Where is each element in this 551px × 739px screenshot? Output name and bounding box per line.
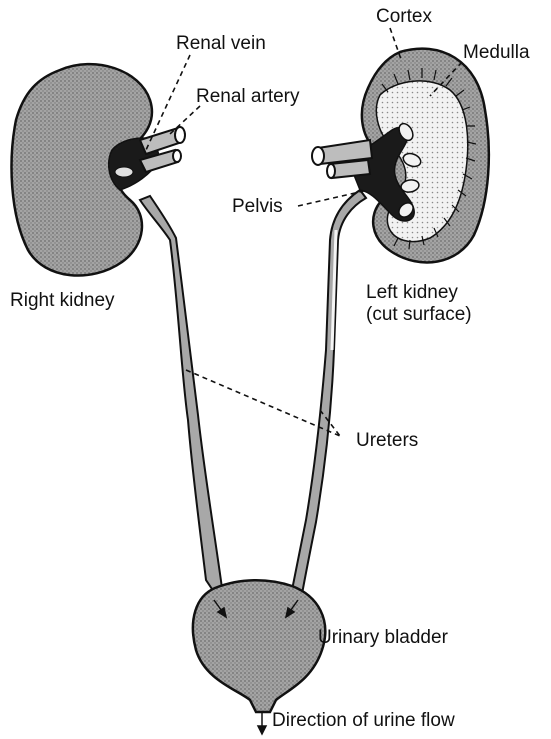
left-kidney-label-line1: Left kidney <box>366 282 472 304</box>
left-renal-artery-opening <box>327 164 335 178</box>
right-kidney-hilum-highlight <box>115 167 133 177</box>
urine-flow-arrow <box>258 712 266 734</box>
urinary-bladder-label: Urinary bladder <box>318 627 448 649</box>
right-renal-vein-opening <box>175 127 185 143</box>
left-renal-artery-vessel <box>330 160 370 178</box>
right-ureter <box>140 196 222 592</box>
left-ureter <box>292 190 366 594</box>
pelvis-label: Pelvis <box>232 196 283 218</box>
urinary-bladder <box>193 580 325 712</box>
right-kidney-label: Right kidney <box>10 290 115 312</box>
left-kidney-label: Left kidney (cut surface) <box>366 282 472 326</box>
leader-ureters-right <box>186 370 340 436</box>
renal-artery-label: Renal artery <box>196 86 300 108</box>
left-renal-vein-opening <box>312 147 324 165</box>
urine-flow-label: Direction of urine flow <box>272 710 455 732</box>
renal-vein-label: Renal vein <box>176 33 266 55</box>
right-renal-artery-opening <box>173 150 181 162</box>
medulla-label: Medulla <box>463 42 530 64</box>
ureters-label: Ureters <box>356 430 418 452</box>
left-kidney-label-line2: (cut surface) <box>366 304 472 326</box>
cortex-label: Cortex <box>376 6 432 28</box>
